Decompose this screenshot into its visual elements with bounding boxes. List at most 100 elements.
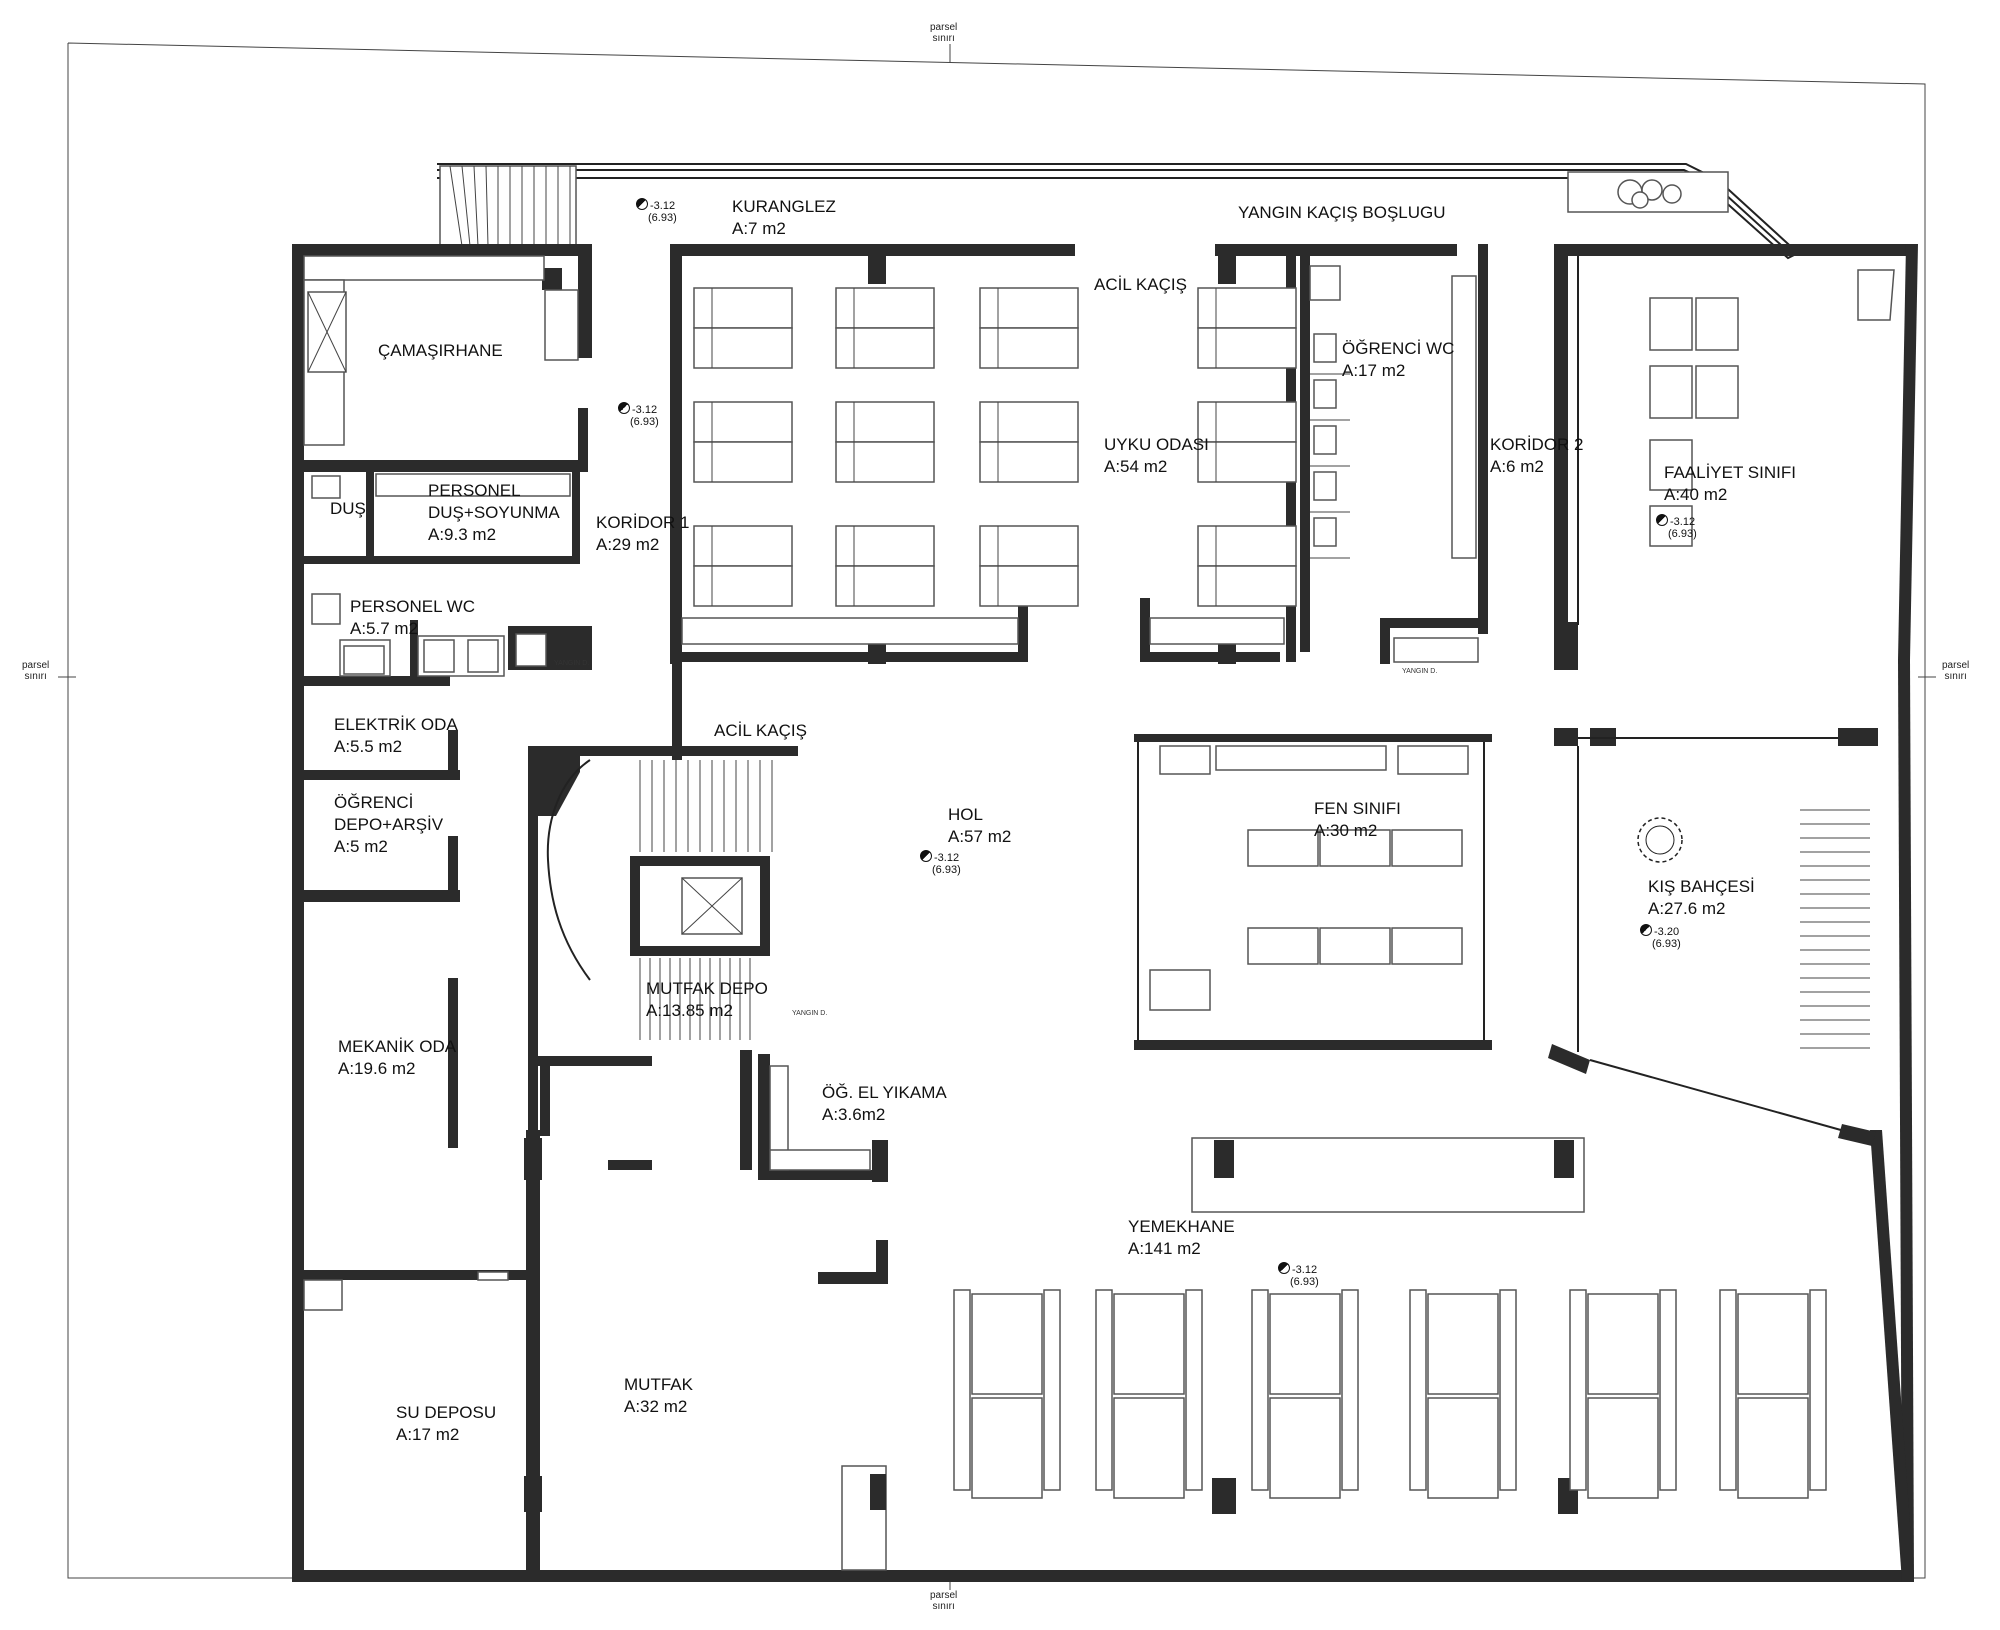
- shaft-owc: [1393, 637, 1479, 663]
- bed: [979, 401, 1079, 443]
- wall-elektrik-right: [448, 730, 458, 780]
- faaliyet-tables: [1649, 297, 1739, 547]
- outer-wall-top-b: [670, 244, 1075, 256]
- outer-wall-top-a: [292, 244, 592, 256]
- planter-top-right: [1567, 171, 1729, 213]
- wall-kitchen-pass: [818, 1272, 888, 1284]
- column-camasir: [542, 268, 562, 290]
- bed: [979, 441, 1079, 483]
- lab-table: [1319, 829, 1391, 867]
- urinal-counter: [1451, 275, 1477, 559]
- dining-table: [1269, 1397, 1341, 1499]
- wall-owc-bottom: [1380, 618, 1488, 628]
- fire-door-tag-2: YANGIN D.: [1402, 668, 1438, 675]
- bench: [1409, 1289, 1427, 1491]
- lab-table: [1247, 829, 1319, 867]
- outer-wall-top-d: [1557, 244, 1917, 256]
- wall-camasir-bottom: [304, 460, 588, 472]
- kuranglez-outline: [437, 163, 1800, 260]
- owc-stalls: [1310, 333, 1350, 559]
- lab-table: [1247, 927, 1319, 965]
- column-kis-2: [1838, 1124, 1876, 1146]
- level-marker-icon: [1640, 924, 1652, 936]
- dining-table: [1113, 1293, 1185, 1395]
- elevator-wall-right: [760, 856, 770, 956]
- wall-owc-right: [1478, 244, 1488, 634]
- room-acil-kacis-1: ACİL KAÇIŞ: [1094, 275, 1187, 294]
- lab-table: [1391, 927, 1463, 965]
- wall-koridor2-right: [1554, 244, 1568, 669]
- bed: [693, 525, 793, 567]
- bed: [693, 441, 793, 483]
- wall-uyku-left: [670, 256, 680, 664]
- bed: [979, 327, 1079, 369]
- wardrobe-uyku-2: [1149, 617, 1285, 645]
- fen-cabinet: [1397, 745, 1469, 775]
- lab-table: [1319, 927, 1391, 965]
- elevator-wall-left: [630, 856, 640, 956]
- column-ym-2: [1554, 1140, 1574, 1178]
- wall-uyku-niche-2: [1140, 598, 1150, 662]
- wall-mutfak-left: [526, 1130, 540, 1570]
- dining-table: [1427, 1397, 1499, 1499]
- wall-mdepo-bottom: [608, 1160, 652, 1170]
- elevator-wall-bottom: [630, 946, 770, 956]
- wall-camasir-right: [578, 256, 592, 358]
- wall-mekanik-right: [448, 978, 458, 1148]
- bench: [1569, 1289, 1587, 1491]
- column-elyikama: [872, 1140, 888, 1182]
- bed: [1197, 327, 1297, 369]
- kis-stair: [1800, 809, 1870, 1049]
- bed: [1197, 441, 1297, 483]
- parcel-label-bottom: parsel sınırı: [930, 1590, 958, 1612]
- column-faaliyet-3: [1838, 728, 1878, 746]
- wall-arsiv-right: [448, 836, 458, 902]
- activity-table: [1695, 365, 1739, 419]
- toilet-stall: [1313, 333, 1337, 363]
- wall-mdepo-inner: [540, 1056, 550, 1136]
- activity-table: [1695, 297, 1739, 351]
- dining-table: [1427, 1293, 1499, 1395]
- column-mutfak-2: [524, 1476, 542, 1512]
- wall-mdepo-left: [528, 1056, 538, 1140]
- sink-elyikama-2: [769, 1149, 871, 1171]
- column-mutfak-1: [524, 1138, 542, 1180]
- level-marker-yemekhane: -3.12(6.93): [1278, 1262, 1319, 1288]
- stair-corner-wall: [538, 756, 580, 816]
- fen-counter: [1215, 745, 1387, 771]
- level-marker-kis: -3.20(6.93): [1640, 924, 1681, 950]
- wall-personel-right: [572, 472, 580, 564]
- level-marker-kuranglez: -3.12(6.93): [636, 198, 677, 224]
- bench: [1499, 1289, 1517, 1491]
- bed: [1197, 401, 1297, 443]
- bed-grid: [693, 287, 1297, 607]
- wall-elektrik-bottom: [304, 770, 460, 780]
- wall-elyikama-bottom: [758, 1170, 888, 1180]
- teacher-desk: [1149, 969, 1211, 1011]
- bench: [1043, 1289, 1061, 1491]
- level-marker-icon: [636, 198, 648, 210]
- fen-tables: [1247, 829, 1463, 965]
- toilet-pwc: [311, 593, 341, 625]
- column-faaliyet-1: [1554, 728, 1578, 746]
- bed: [693, 287, 793, 329]
- outer-wall-right-lower: [1898, 660, 1914, 1582]
- wall-mdepo-right: [740, 1050, 752, 1170]
- bench: [1095, 1289, 1113, 1491]
- wall-pwc-right: [410, 620, 418, 686]
- wall-fen-top: [1134, 734, 1492, 742]
- bed: [835, 441, 935, 483]
- bed: [835, 565, 935, 607]
- bench: [1341, 1289, 1359, 1491]
- parcel-label-left: parsel sınırı: [22, 660, 50, 682]
